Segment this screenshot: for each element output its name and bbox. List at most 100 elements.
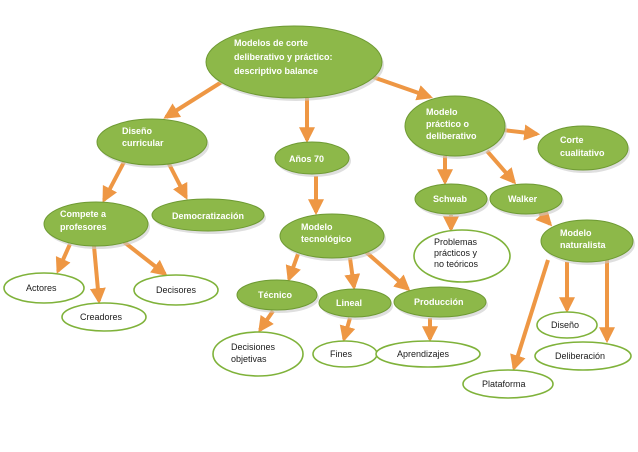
- node-label-line: deliberativo: [426, 131, 477, 141]
- node-shape: [375, 340, 481, 368]
- node-label-line: Producción: [414, 297, 464, 307]
- node-modelo-practico: Modelo práctico o deliberativo: [404, 95, 507, 159]
- arrow-modelo-tecnologico-to-tecnico: [285, 253, 301, 283]
- node-shape: [205, 25, 383, 99]
- arrow-compete-profesores-to-actores: [55, 243, 72, 274]
- node-decisiones-objetivas: Decisiones objetivas: [212, 331, 304, 377]
- node-label-line: Fines: [330, 349, 353, 359]
- node-corte-cualitativo: Corte cualitativo: [537, 125, 630, 173]
- node-label-line: Problemas: [434, 237, 478, 247]
- arrow-modelo-naturalista-to-plataforma: [510, 259, 550, 372]
- arrow-modelo-tecnologico-to-lineal: [344, 257, 361, 291]
- node-label-line: Técnico: [258, 290, 293, 300]
- node-plataforma: Plataforma: [462, 369, 554, 399]
- node-shape: [414, 183, 488, 215]
- node-shape: [393, 286, 487, 318]
- node-diseno-curricular: Diseño curricular: [96, 118, 209, 168]
- node-label-line: deliberativo y práctico:: [234, 52, 333, 62]
- node-shape: [413, 229, 511, 283]
- node-label-line: Deliberación: [555, 351, 605, 361]
- node-label-line: no teóricos: [434, 259, 479, 269]
- node-label-line: Diseño: [551, 320, 579, 330]
- node-anos70: Años 70: [274, 141, 351, 177]
- node-label-line: Lineal: [336, 298, 362, 308]
- node-actores: Actores: [3, 272, 85, 304]
- node-label-line: Creadores: [80, 312, 123, 322]
- node-shape: [212, 331, 304, 377]
- node-tecnico: Técnico: [236, 279, 319, 313]
- node-shape: [96, 118, 208, 166]
- node-label-line: Compete a: [60, 209, 107, 219]
- arrow-root-to-diseno-curricular: [163, 76, 230, 119]
- node-label-line: Democratización: [172, 211, 244, 221]
- arrow-tecnico-to-decisiones-objetivas: [258, 309, 275, 333]
- node-shape: [133, 274, 219, 306]
- node-shape: [274, 141, 350, 175]
- node-label-line: Actores: [26, 283, 57, 293]
- node-label-line: Modelos de corte: [234, 38, 308, 48]
- node-label-line: Modelo: [426, 107, 458, 117]
- node-aprendizajes: Aprendizajes: [375, 340, 481, 368]
- node-label-line: tecnológico: [301, 234, 352, 244]
- node-deliberacion: Deliberación: [534, 341, 632, 371]
- node-label-line: Walker: [508, 194, 538, 204]
- node-walker: Walker: [489, 183, 564, 217]
- node-democratizacion: Democratización: [151, 198, 266, 234]
- node-schwab: Schwab: [414, 183, 489, 217]
- connector-arrows: [55, 74, 615, 372]
- node-label-line: Schwab: [433, 194, 468, 204]
- node-label-line: Diseño: [122, 126, 153, 136]
- node-shape: [536, 311, 598, 339]
- node-label-line: descriptivo balance: [234, 66, 318, 76]
- arrow-lineal-to-fines: [339, 317, 356, 343]
- node-label-line: Modelo: [301, 222, 333, 232]
- node-shape: [236, 279, 318, 311]
- node-label-line: prácticos y: [434, 248, 478, 258]
- node-shape: [43, 201, 149, 247]
- arrow-diseno-curricular-to-democratizacion: [166, 161, 188, 200]
- node-shape: [534, 341, 632, 371]
- node-label-line: naturalista: [560, 240, 607, 250]
- node-shape: [540, 219, 634, 263]
- arrow-modelo-practico-to-corte-cualitativo: [502, 124, 541, 141]
- node-shape: [489, 183, 563, 215]
- arrow-compete-profesores-to-creadores: [89, 245, 106, 305]
- node-decisores: Decisores: [133, 274, 219, 306]
- node-label-line: Plataforma: [482, 379, 526, 389]
- node-label-line: Aprendizajes: [397, 349, 450, 359]
- node-label-line: práctico o: [426, 119, 470, 129]
- concept-nodes: Modelos de corte deliberativo y práctico:…: [3, 25, 635, 399]
- arrow-modelo-tecnologico-to-produccion: [364, 250, 411, 292]
- node-label-line: Decisores: [156, 285, 197, 295]
- node-label-line: Corte: [560, 135, 584, 145]
- arrow-root-to-modelo-practico: [369, 74, 434, 101]
- node-shape: [151, 198, 265, 232]
- node-modelo-tecnologico: Modelo tecnológico: [279, 213, 386, 261]
- arrow-modelo-practico-to-walker: [485, 149, 517, 185]
- node-label-line: profesores: [60, 222, 107, 232]
- node-shape: [462, 369, 554, 399]
- node-shape: [404, 95, 506, 157]
- node-shape: [318, 288, 392, 318]
- node-shape: [3, 272, 85, 304]
- node-lineal: Lineal: [318, 288, 393, 320]
- arrow-diseno-curricular-to-compete-profesores: [102, 161, 126, 203]
- node-produccion: Producción: [393, 286, 488, 320]
- node-label-line: cualitativo: [560, 148, 605, 158]
- node-creadores: Creadores: [61, 302, 147, 332]
- node-diseno: Diseño: [536, 311, 598, 339]
- node-shape: [537, 125, 629, 171]
- arrow-compete-profesores-to-decisores: [122, 240, 168, 276]
- node-label-line: objetivas: [231, 354, 267, 364]
- node-fines: Fines: [312, 340, 378, 368]
- node-root: Modelos de corte deliberativo y práctico:…: [205, 25, 384, 101]
- node-label-line: curricular: [122, 138, 164, 148]
- node-label-line: Años 70: [289, 154, 324, 164]
- node-label-line: Decisiones: [231, 342, 276, 352]
- node-compete-profesores: Compete a profesores: [43, 201, 150, 249]
- node-shape: [279, 213, 385, 259]
- node-shape: [61, 302, 147, 332]
